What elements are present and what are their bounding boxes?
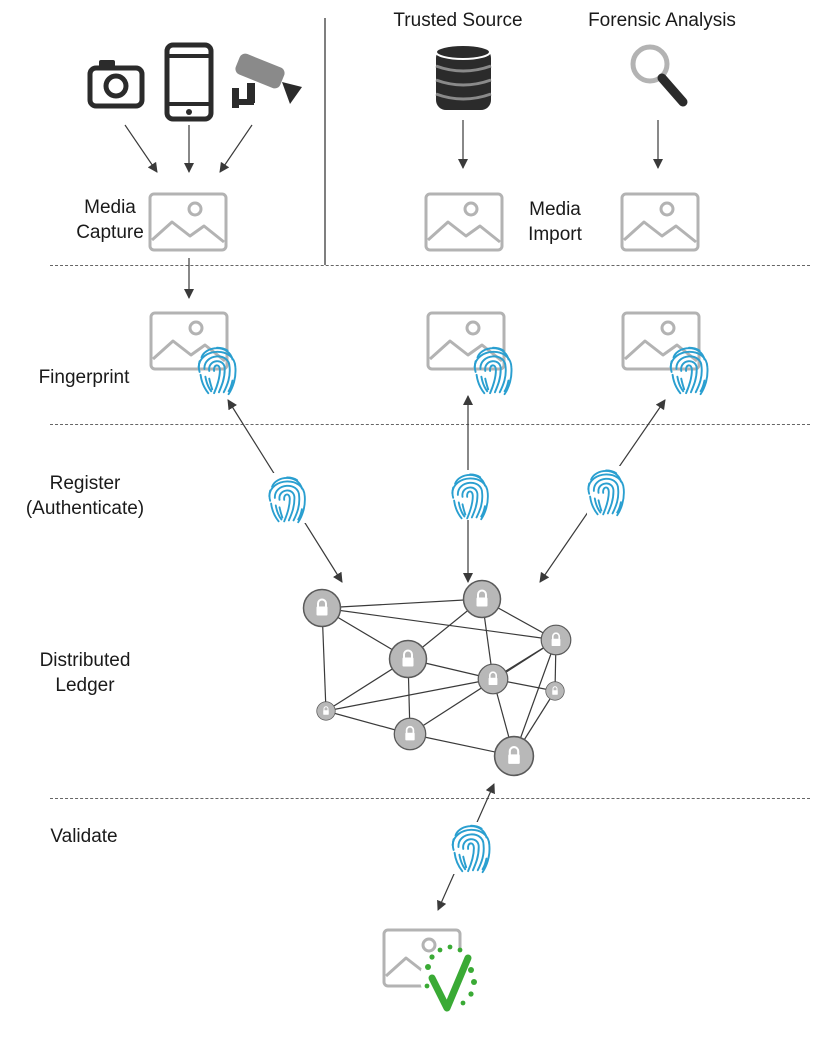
- lock-icon: [302, 588, 342, 628]
- lock-icon: [316, 701, 336, 721]
- magnifier-icon: [630, 44, 688, 107]
- image-icon: [620, 192, 700, 252]
- lock-icon: [462, 579, 502, 619]
- lock-icon: [545, 681, 565, 701]
- lock-icon: [393, 717, 427, 751]
- image-icon: [424, 192, 504, 252]
- separator-capture: [50, 265, 810, 266]
- image-icon: [148, 192, 228, 252]
- lock-icon: [540, 624, 572, 656]
- lock-icon: [493, 735, 535, 777]
- separator-fingerprint: [50, 424, 810, 425]
- label-register: Register(Authenticate): [25, 473, 145, 519]
- separator-ledger: [50, 798, 810, 799]
- label-validate: Validate: [50, 826, 118, 847]
- lock-icon: [477, 663, 509, 695]
- lock-icon: [388, 639, 428, 679]
- label-trusted-source: Trusted Source: [393, 10, 523, 31]
- smartphone-icon: [164, 42, 214, 122]
- label-forensic-analysis: Forensic Analysis: [588, 10, 736, 31]
- camera-icon: [87, 60, 145, 109]
- database-icon: [435, 44, 492, 110]
- security-camera-icon: [232, 53, 302, 108]
- checkmark-icon: [420, 944, 480, 1012]
- label-fingerprint: Fingerprint: [38, 367, 130, 388]
